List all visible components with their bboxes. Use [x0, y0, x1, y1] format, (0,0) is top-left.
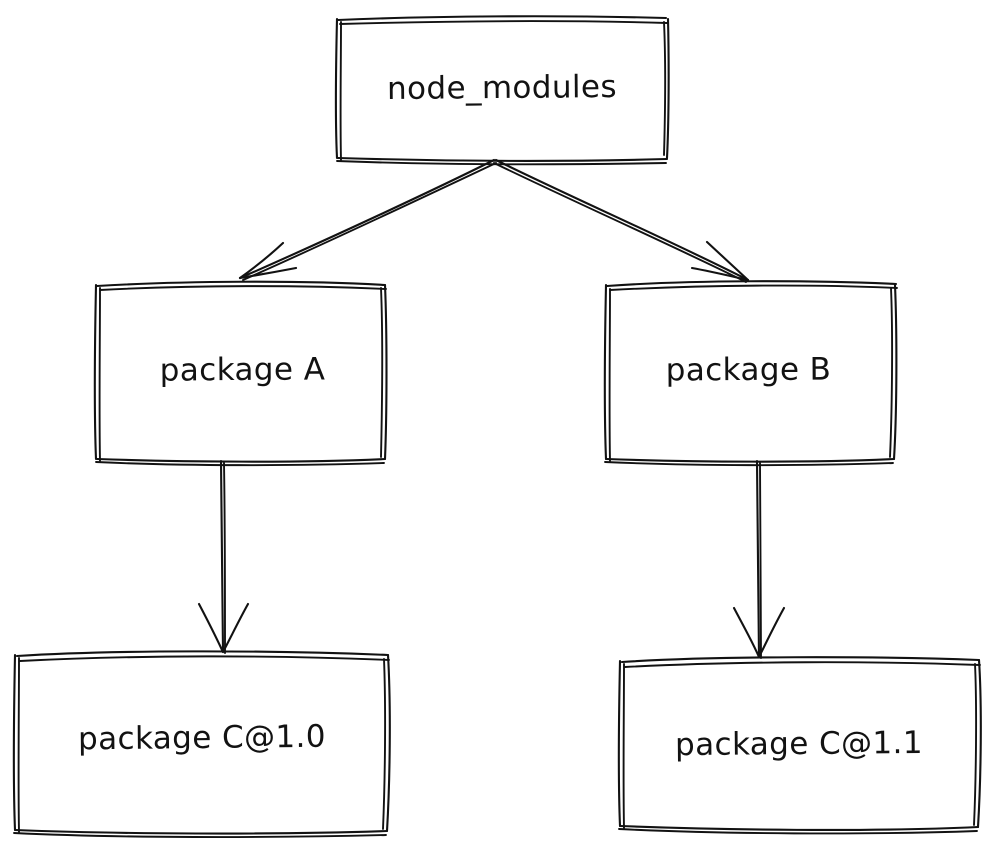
node-box-package-c11[interactable]: [617, 656, 982, 835]
edge-package-b-to-package-c11: [732, 459, 786, 659]
node-label-node-modules: node_modules: [386, 68, 618, 108]
edge-node-modules-to-package-b: [493, 158, 750, 283]
node-label-package-c10: package C@1.0: [77, 718, 327, 758]
node-box-package-a[interactable]: [93, 280, 388, 467]
edge-node-modules-to-package-a: [238, 158, 497, 281]
node-label-package-a: package A: [159, 351, 326, 389]
node-label-package-c11: package C@1.1: [674, 724, 924, 764]
node-box-package-b[interactable]: [603, 280, 898, 467]
node-label-package-b: package B: [665, 351, 832, 389]
node-box-package-c10[interactable]: [12, 650, 391, 838]
edge-package-a-to-package-c10: [197, 459, 250, 654]
